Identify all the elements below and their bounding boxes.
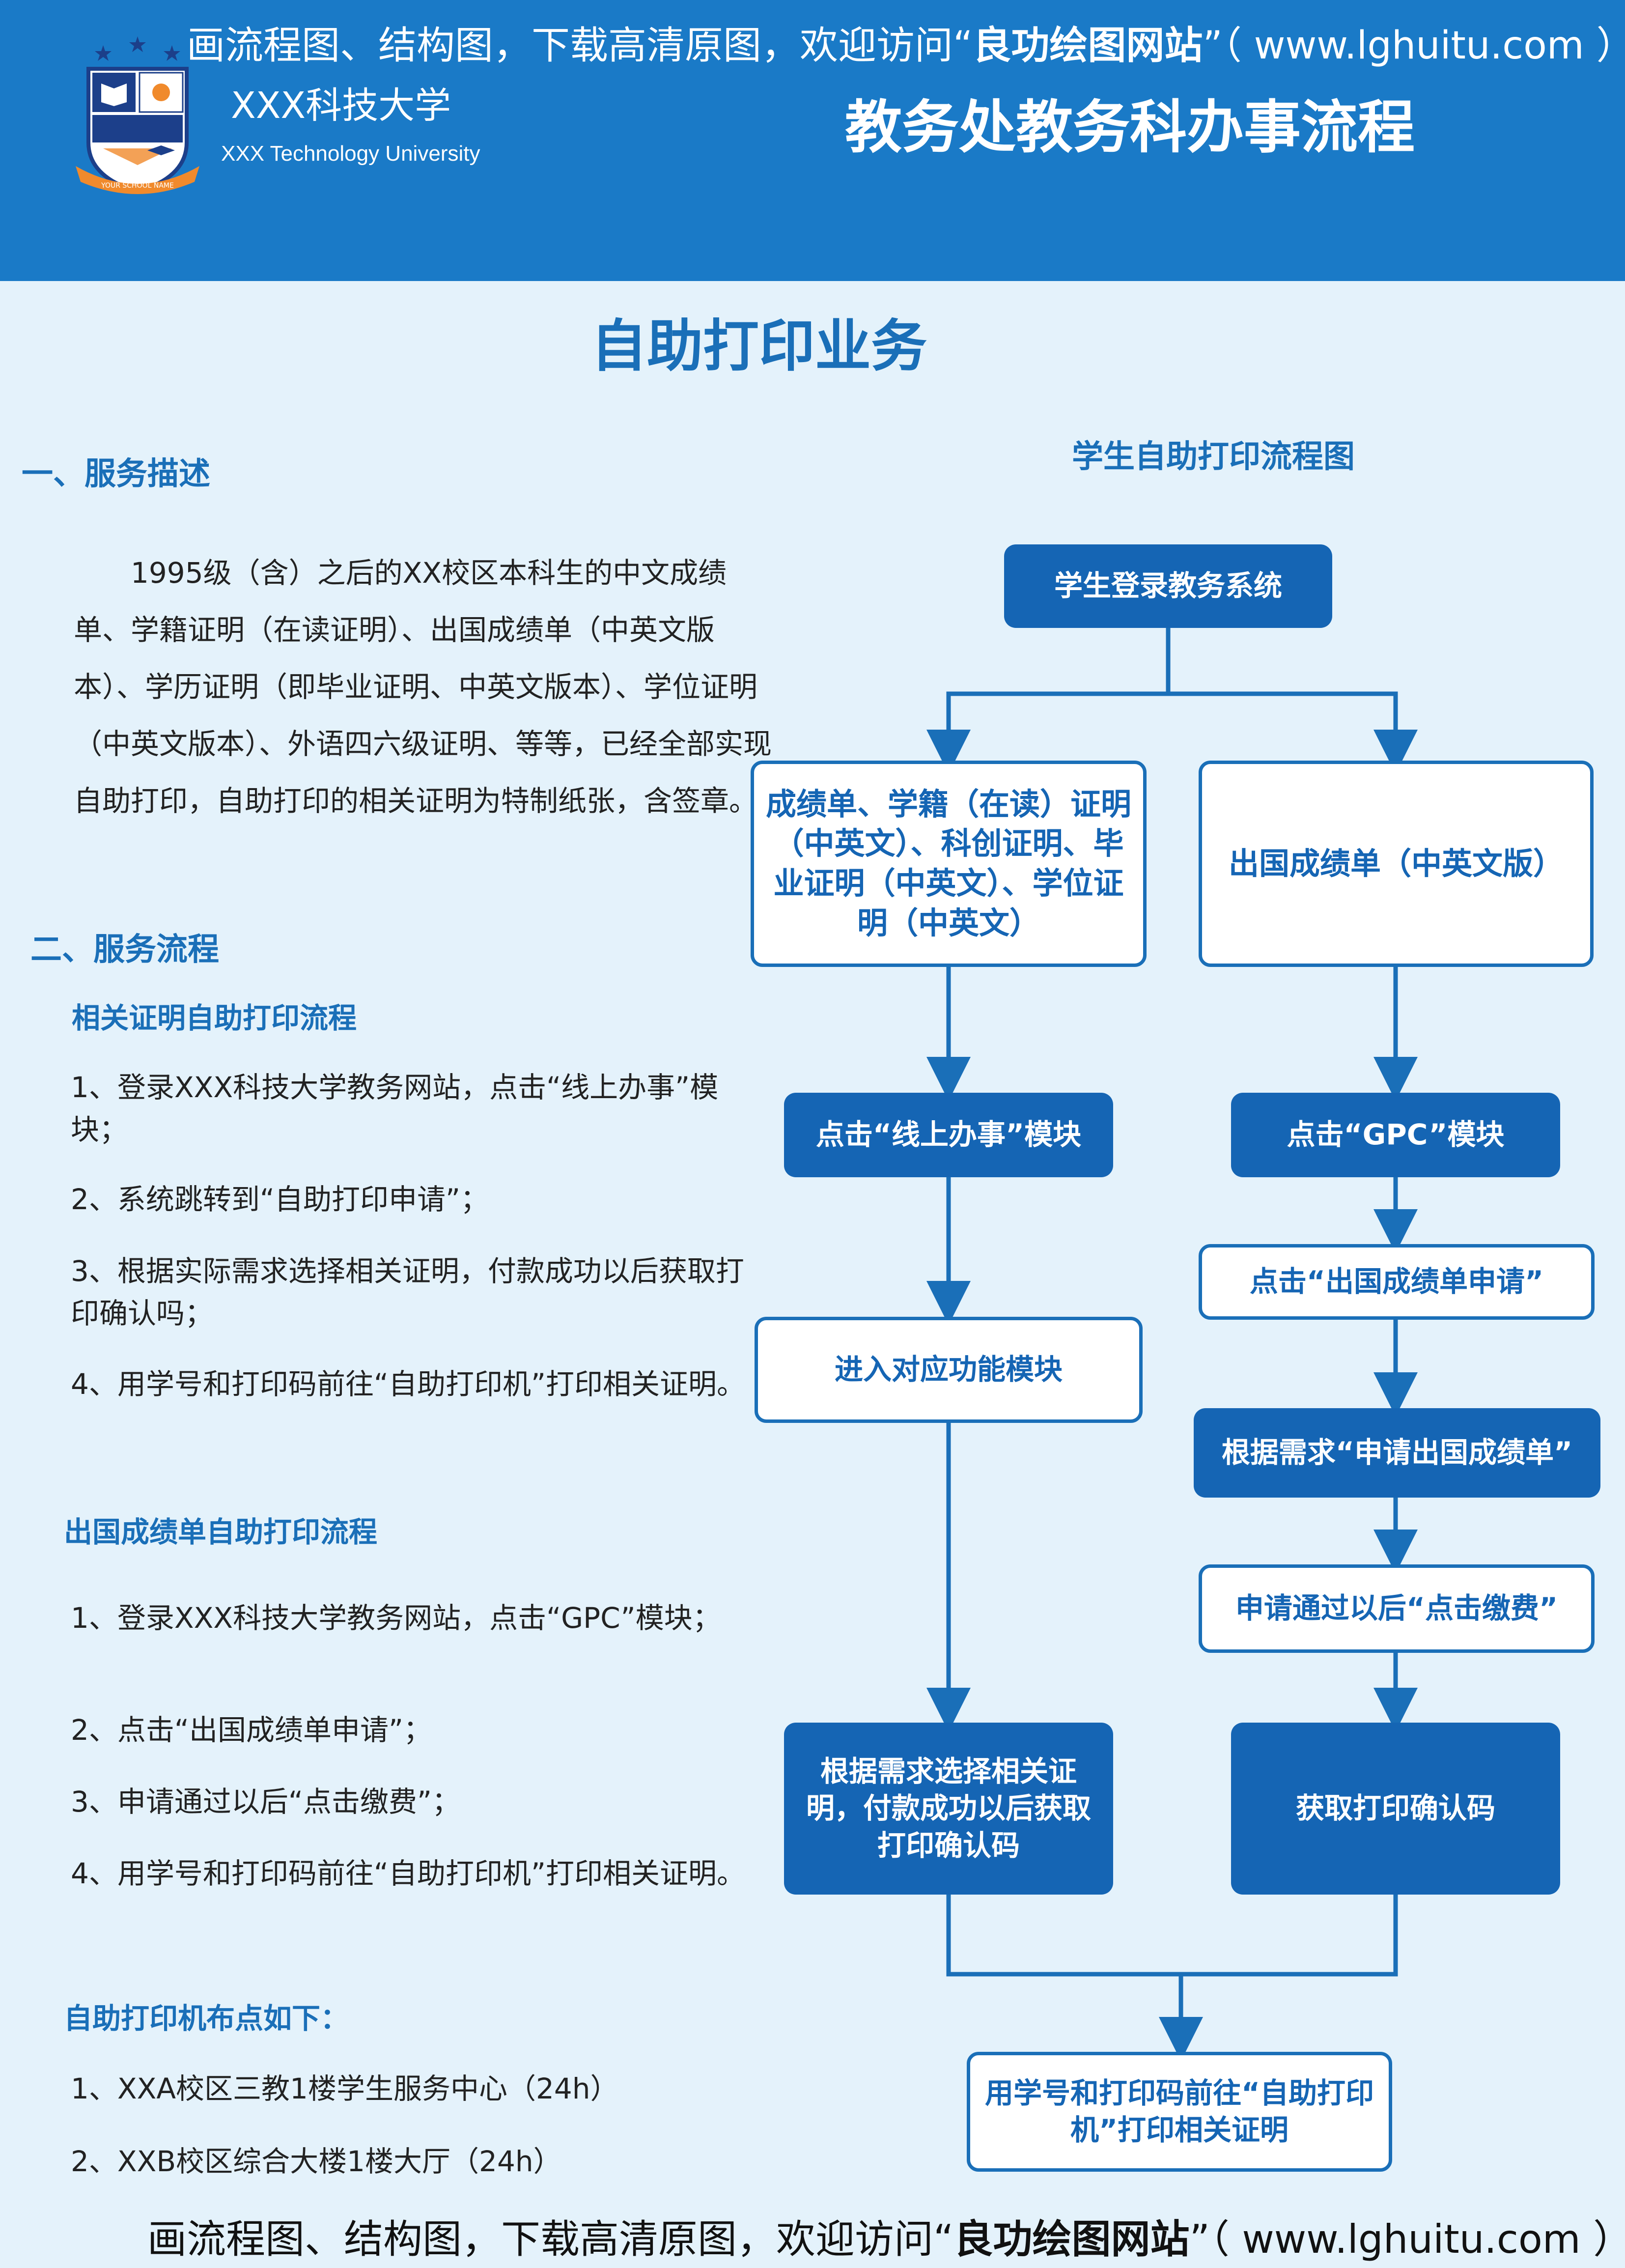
process-b-step: 2、点击“出国成绩单申请”； — [71, 1713, 432, 1747]
footer-note-site: 良功绘图网站 — [953, 2216, 1190, 2262]
flow-node-start: 学生登录教务系统 — [1004, 544, 1332, 628]
logo-ribbon-text: YOUR SCHOOL NAME — [101, 182, 174, 190]
header-banner — [0, 0, 1625, 281]
flow-node-left-click: 点击“线上办事”模块 — [784, 1093, 1113, 1177]
header-note-suffix: ”（ www.lghuitu.com ） — [1203, 24, 1625, 68]
flow-node-left-select: 根据需求选择相关证明，付款成功以后获取打印确认码 — [784, 1723, 1113, 1895]
footer-promo-note: 画流程图、结构图，下载高清原图，欢迎访问“良功绘图网站”（ www.lghuit… — [147, 2215, 1625, 2264]
section-heading-description: 一、服务描述 — [22, 456, 210, 492]
flow-node-end: 用学号和打印码前往“自助打印机”打印相关证明 — [967, 2052, 1392, 2172]
flow-node-left-docs: 成绩单、学籍（在读）证明（中英文）、科创证明、毕业证明（中英文）、学位证明（中英… — [751, 761, 1147, 967]
printer-location-item: 2、XXB校区综合大楼1楼大厅（24h） — [71, 2145, 562, 2178]
footer-note-prefix: 画流程图、结构图，下载高清原图，欢迎访问“ — [147, 2216, 954, 2262]
office-title: 教务处教务科办事流程 — [845, 94, 1415, 161]
process-a-step: 4、用学号和打印码前往“自助打印机”打印相关证明。 — [71, 1367, 745, 1401]
page-title: 自助打印业务 — [590, 313, 927, 379]
connector-start-to-right — [1168, 691, 1418, 774]
process-a-title: 相关证明自助打印流程 — [72, 1001, 357, 1035]
section-heading-process: 二、服务流程 — [30, 932, 219, 968]
printer-location-item: 1、XXA校区三教1楼学生服务中心（24h） — [71, 2072, 619, 2105]
flow-node-right-pay: 申请通过以后“点击缴费” — [1199, 1564, 1595, 1653]
flow-node-right-request: 根据需求“申请出国成绩单” — [1194, 1408, 1600, 1498]
service-description-paragraph: 1995级（含）之后的XX校区本科生的中文成绩单、学籍证明（在读证明）、出国成绩… — [74, 556, 772, 818]
flow-node-right-code: 获取打印确认码 — [1231, 1723, 1560, 1895]
process-a-step: 2、系统跳转到“自助打印申请”； — [71, 1183, 489, 1216]
flow-node-left-enter: 进入对应功能模块 — [755, 1317, 1143, 1423]
header-note-site: 良功绘图网站 — [973, 24, 1203, 68]
process-b-step: 3、申请通过以后“点击缴费”； — [71, 1785, 460, 1818]
process-a-step: 1、登录XXX科技大学教务网站，点击“线上办事”模块； — [71, 1071, 719, 1146]
connector-merge — [946, 1895, 1398, 1977]
flow-node-right-apply: 点击“出国成绩单申请” — [1199, 1244, 1595, 1320]
connector-start-to-left — [926, 628, 1171, 774]
flowchart-title: 学生自助打印流程图 — [1072, 439, 1355, 475]
process-a-step: 3、根据实际需求选择相关证明，付款成功以后获取打印确认吗； — [71, 1254, 744, 1330]
printer-locations-title: 自助打印机布点如下： — [64, 2002, 349, 2035]
university-name-en: XXX Technology University — [221, 142, 480, 166]
header-note-prefix: 画流程图、结构图，下载高清原图，欢迎访问“ — [187, 24, 973, 68]
header-promo-note: 画流程图、结构图，下载高清原图，欢迎访问“良功绘图网站”（ www.lghuit… — [187, 14, 1625, 78]
university-name: XXX科技大学 — [231, 85, 451, 127]
process-b-title: 出国成绩单自助打印流程 — [64, 1515, 378, 1549]
university-logo: YOUR SCHOOL NAME — [76, 36, 199, 194]
footer-note-suffix: ”（ www.lghuitu.com ） — [1189, 2216, 1625, 2262]
flow-node-right-click: 点击“GPC”模块 — [1231, 1093, 1560, 1177]
process-b-step: 4、用学号和打印码前往“自助打印机”打印相关证明。 — [71, 1857, 745, 1890]
flow-node-right-docs: 出国成绩单（中英文版） — [1199, 761, 1594, 967]
process-b-step: 1、登录XXX科技大学教务网站，点击“GPC”模块； — [71, 1601, 721, 1635]
